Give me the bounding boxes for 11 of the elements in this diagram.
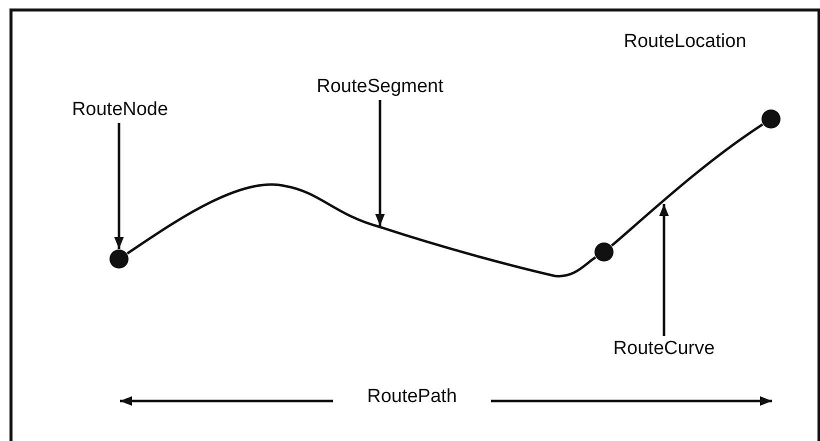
callout-label: RouteCurve <box>613 338 715 360</box>
route-point <box>109 249 129 269</box>
leader-arrow <box>659 204 669 336</box>
callout-label: RouteNode <box>72 99 168 121</box>
route-point <box>594 242 614 262</box>
callout-label: RouteSegment <box>316 76 444 98</box>
route-curve <box>610 123 764 247</box>
leader-arrow <box>375 100 385 226</box>
leader-arrow <box>114 123 124 249</box>
route-curve <box>126 183 596 278</box>
route-point <box>761 109 781 129</box>
